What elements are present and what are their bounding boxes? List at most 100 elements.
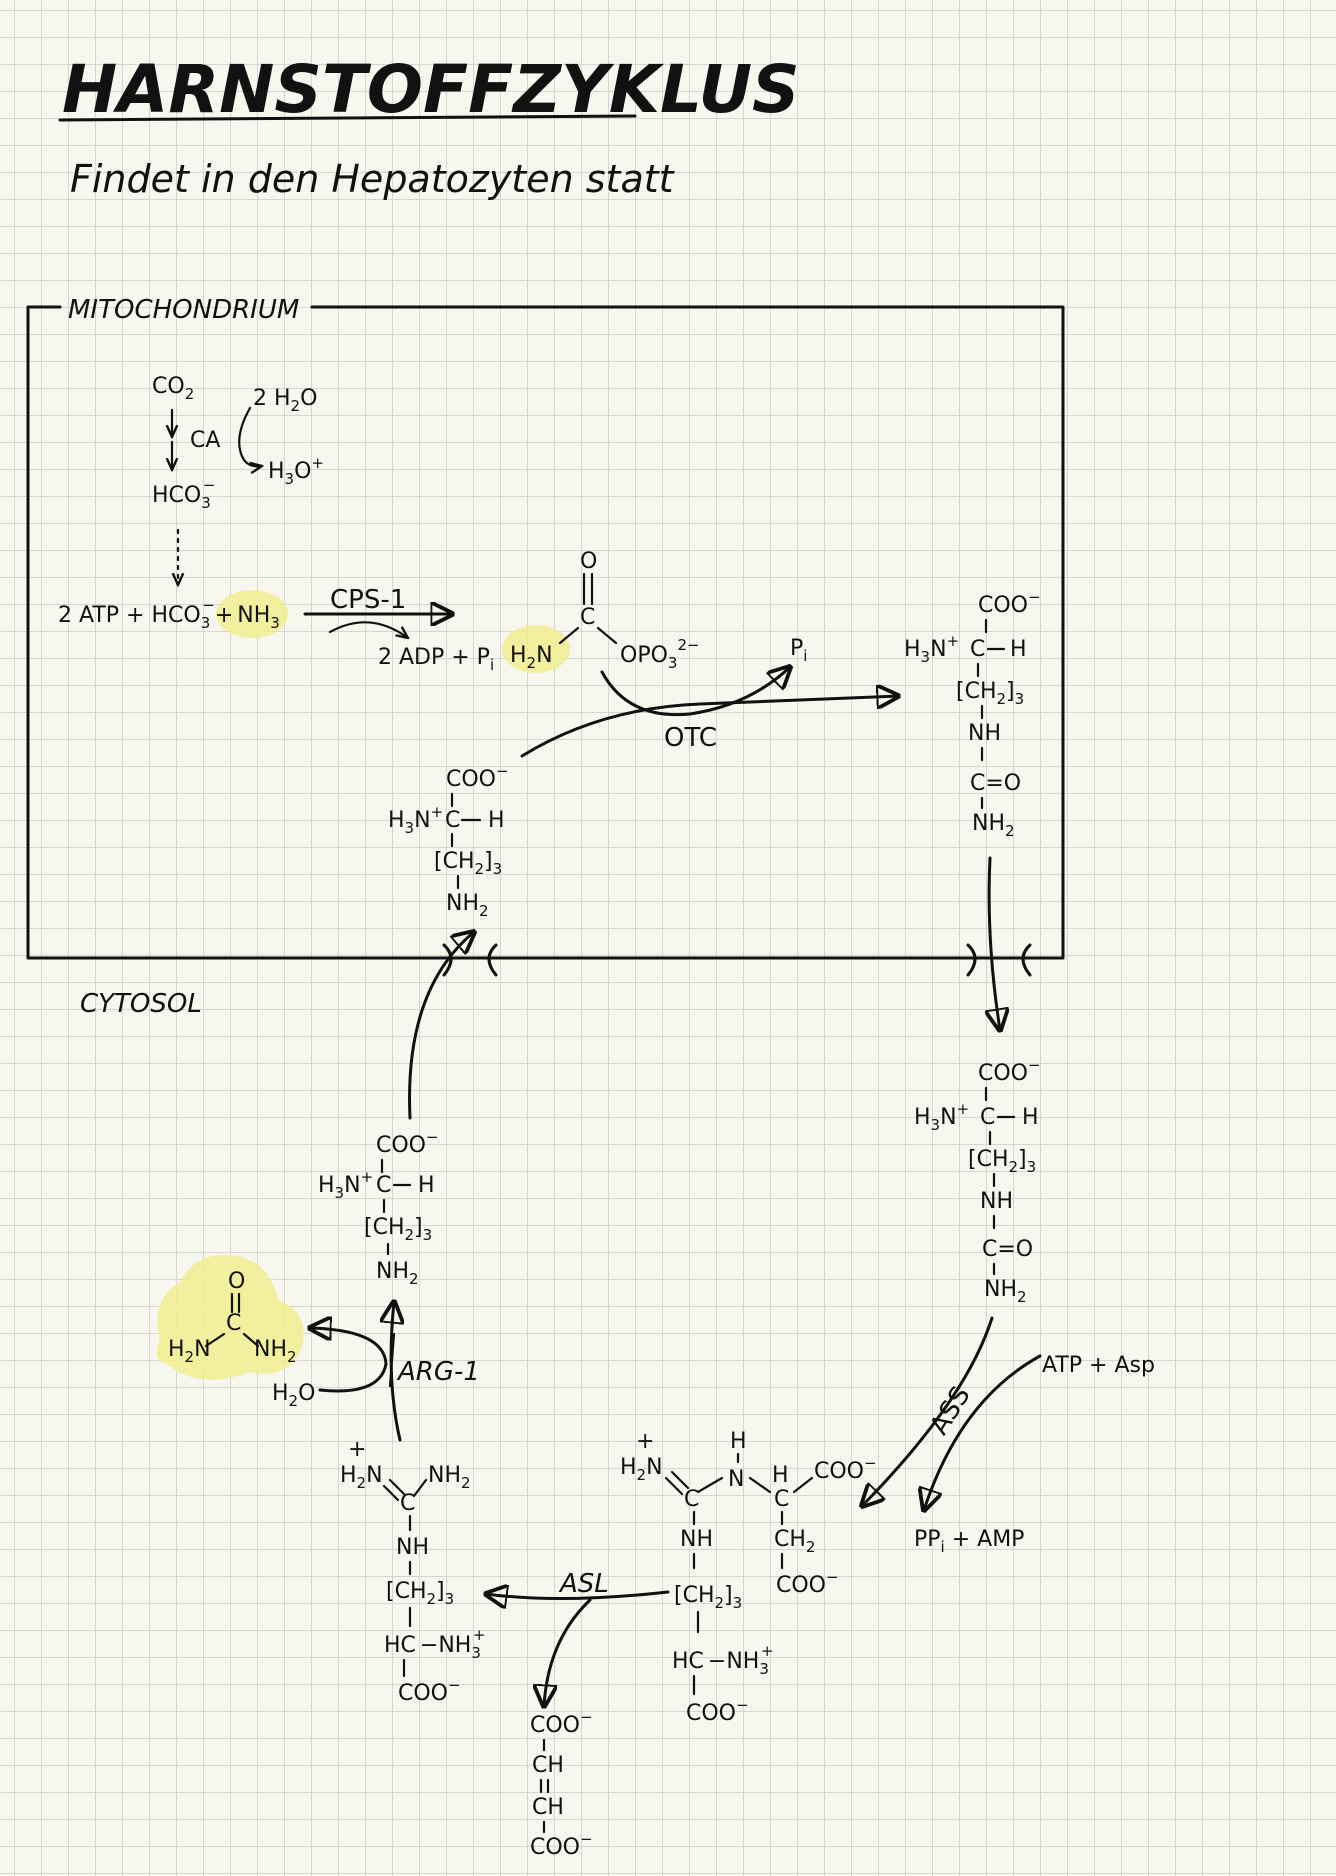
ass-reaction: ASS ATP + Asp PPi + AMP <box>862 1316 1155 1556</box>
cp-carbon: C <box>580 605 595 630</box>
otc-reaction: Pi OTC <box>520 636 898 758</box>
cps1-reaction: 2 ATP + HCO3−+NH3 CPS-1 2 ADP + Pi <box>58 585 494 674</box>
orn-cyto-c: C <box>376 1173 391 1198</box>
as-nh: NH <box>680 1527 713 1552</box>
cp-oxygen: O <box>580 549 597 574</box>
as-coo-top: COO− <box>814 1454 877 1484</box>
fum-coo-top: COO− <box>530 1708 593 1738</box>
as-c2: C <box>774 1487 789 1512</box>
as-ch2: CH2 <box>774 1527 815 1556</box>
orn-cyto-nh2: NH2 <box>376 1259 419 1288</box>
arg-hc: HC−NH3+ <box>384 1626 485 1662</box>
urea: O C H2N NH2 <box>156 1255 304 1380</box>
cit-cyto-nh2: NH2 <box>984 1277 1027 1306</box>
ass-substrates: ATP + Asp <box>1042 1353 1155 1378</box>
otc-pi: Pi <box>790 636 807 665</box>
page-subtitle: Findet in den Hepatozyten statt <box>70 157 676 201</box>
orn-mito-c: C <box>445 808 460 833</box>
transporter-left-a <box>442 943 453 977</box>
orn-mito-h3n: H3N+ <box>388 803 443 837</box>
as-nh-h: H <box>730 1429 747 1454</box>
nh3-highlight <box>216 590 288 638</box>
cit-mito-c: C <box>970 637 985 662</box>
header: HARNSTOFFZYKLUS Findet in den Hepatozyte… <box>58 51 800 201</box>
as-n: N <box>728 1467 744 1492</box>
as-bracket: [CH2]3 <box>674 1583 742 1612</box>
as-c: C <box>684 1487 699 1512</box>
cit-cyto-ch2: [CH2]3 <box>968 1147 1036 1176</box>
co2-label: CO2 <box>152 374 194 403</box>
orn-mito-ch2: [CH2]3 <box>434 849 502 878</box>
mitochondrium-box: MITOCHONDRIUM CYTOSOL <box>26 295 1065 1019</box>
asl-enzyme: ASL <box>558 1569 609 1599</box>
cit-mito-nh: NH <box>968 721 1001 746</box>
arg-h2n: H2N <box>340 1463 383 1492</box>
arg-coo: COO− <box>398 1676 461 1706</box>
ornithine-cyto: COO− H3N+ C H [CH2]3 NH2 <box>318 1128 439 1288</box>
citrulline-cyto: COO− H3N+ C H [CH2]3 NH C=O NH2 <box>914 1056 1041 1306</box>
as-h2n: H2N <box>620 1455 663 1484</box>
ornithine-import-arrow <box>408 932 474 1120</box>
urea-oxygen: O <box>228 1269 245 1294</box>
cps1-enzyme: CPS-1 <box>330 585 406 615</box>
cps1-products: 2 ADP + Pi <box>378 645 494 674</box>
title-underline <box>58 114 637 122</box>
transporter-right-a <box>966 943 977 977</box>
transporter-left-b <box>487 943 498 977</box>
arginine: + H2N NH2 C NH [CH2]3 HC−NH3+ COO− <box>340 1437 485 1706</box>
urea-carbon: C <box>226 1311 241 1336</box>
asl-reaction: ASL <box>486 1569 670 1706</box>
carbamoyl-phosphate: O C H2N OPO32− <box>502 549 700 673</box>
cit-mito-nh2: NH2 <box>972 811 1015 840</box>
cytosol-label: CYTOSOL <box>80 989 202 1019</box>
arg-c: C <box>400 1491 415 1516</box>
mitochondrium-label: MITOCHONDRIUM <box>68 295 299 325</box>
urea-highlight <box>156 1255 304 1380</box>
cit-cyto-h: H <box>1022 1105 1039 1130</box>
urea-nh2: NH2 <box>254 1337 297 1366</box>
ass-enzyme: ASS <box>924 1381 976 1440</box>
orn-cyto-coo: COO− <box>376 1128 439 1158</box>
page-title: HARNSTOFFZYKLUS <box>62 51 800 128</box>
arg-ch2: [CH2]3 <box>386 1579 454 1608</box>
water-label: 2 H2O <box>253 386 317 415</box>
cit-mito-h3n: H3N+ <box>904 632 959 666</box>
hydronium-label: H3O+ <box>268 454 324 488</box>
cit-cyto-c: C <box>980 1105 995 1130</box>
carbonic-anhydrase-label: CA <box>190 428 220 453</box>
cit-mito-h: H <box>1010 637 1027 662</box>
fum-ch-top: CH <box>532 1753 564 1778</box>
transporter-right-b <box>1021 943 1032 977</box>
ass-products: PPi + AMP <box>914 1527 1024 1556</box>
arg-nh2: NH2 <box>428 1463 471 1492</box>
cit-cyto-nh: NH <box>980 1189 1013 1214</box>
citrulline-mito: COO− H3N+ C H [CH2]3 NH C=O NH2 <box>904 588 1041 840</box>
cit-cyto-co: C=O <box>982 1237 1033 1262</box>
cit-cyto-h3n: H3N+ <box>914 1100 969 1134</box>
cit-mito-coo: COO− <box>978 588 1041 618</box>
orn-mito-nh2: NH2 <box>446 891 489 920</box>
cps1-substrates: 2 ATP + HCO3−+NH3 <box>58 596 280 632</box>
ornithine-mito: COO− H3N+ C H [CH2]3 NH2 <box>388 762 509 920</box>
as-coo-right: COO− <box>776 1568 839 1598</box>
arg1-enzyme: ARG-1 <box>396 1357 480 1387</box>
cit-mito-ch2: [CH2]3 <box>956 679 1024 708</box>
arg-plus: + <box>348 1437 366 1462</box>
orn-mito-coo: COO− <box>446 762 509 792</box>
arg-nh: NH <box>396 1535 429 1560</box>
arg1-reaction: ARG-1 H2O <box>272 1302 480 1442</box>
orn-cyto-ch2: [CH2]3 <box>364 1215 432 1244</box>
arg1-water: H2O <box>272 1381 315 1410</box>
orn-cyto-h3n: H3N+ <box>318 1168 373 1202</box>
as-hc: HC−NH3+ <box>672 1642 773 1678</box>
urea-h2n: H2N <box>168 1337 211 1366</box>
as-plus: + <box>636 1429 654 1454</box>
as-h: H <box>772 1463 789 1488</box>
co2-hydration: CO2 CA 2 H2O H3O+ HCO3− <box>152 374 324 585</box>
fumarate: COO− CH CH COO− <box>530 1708 593 1860</box>
cit-cyto-coo: COO− <box>978 1056 1041 1086</box>
orn-mito-h: H <box>488 808 505 833</box>
fum-ch-bottom: CH <box>532 1795 564 1820</box>
cp-opo3: OPO32− <box>620 636 700 672</box>
